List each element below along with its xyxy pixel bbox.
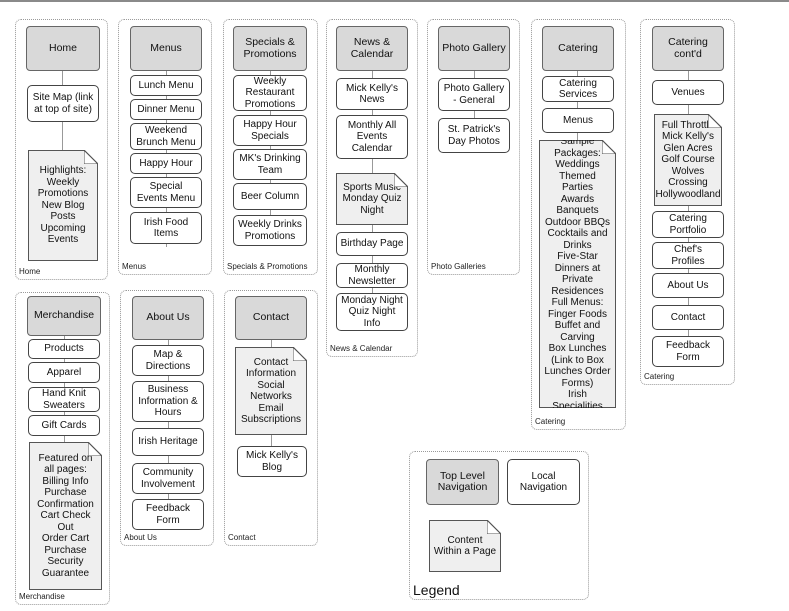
nav-item-business-information-hours[interactable]: Business Information & Hours xyxy=(132,381,204,422)
group-label: Catering xyxy=(535,417,566,426)
nav-item-catering-portfolio[interactable]: Catering Portfolio xyxy=(652,211,724,238)
connector xyxy=(62,122,63,150)
nav-item-st-patricks-day-photos[interactable]: St. Patrick's Day Photos xyxy=(438,118,510,153)
top-border xyxy=(0,0,789,2)
content-block-sports-music-quiz: Sports Music Monday Quiz Night xyxy=(336,173,408,225)
top-nav-news-calendar[interactable]: News & Calendar xyxy=(336,26,408,71)
group-catering: Catering xyxy=(531,19,626,430)
nav-item-mick-kellys-blog[interactable]: Mick Kelly's Blog xyxy=(237,446,307,477)
nav-item-feedback-form[interactable]: Feedback Form xyxy=(132,499,204,530)
group-label: Merchandise xyxy=(19,592,65,601)
group-specials-promotions: Specials & Promotions xyxy=(223,19,318,275)
top-nav-about-us[interactable]: About Us xyxy=(132,296,204,340)
legend-title: Legend xyxy=(413,582,460,598)
top-nav-specials-promotions[interactable]: Specials & Promotions xyxy=(233,26,307,71)
group-label: Menus xyxy=(122,262,147,271)
group-catering-contd: Catering xyxy=(640,19,735,385)
content-block-highlights: Highlights: Weekly Promotions New Blog P… xyxy=(28,150,98,261)
top-nav-catering-contd[interactable]: Catering cont'd xyxy=(652,26,724,71)
group-label: News & Calendar xyxy=(330,344,393,353)
nav-item-lunch-menu[interactable]: Lunch Menu xyxy=(130,75,202,96)
connector xyxy=(577,71,578,140)
group-label: Contact xyxy=(228,533,256,542)
nav-item-products[interactable]: Products xyxy=(28,339,100,359)
group-home: Home xyxy=(15,19,108,280)
nav-item-site-map[interactable]: Site Map (link at top of site) xyxy=(27,85,99,122)
nav-item-catering-services[interactable]: Catering Services xyxy=(542,76,614,102)
nav-item-dinner-menu[interactable]: Dinner Menu xyxy=(130,99,202,120)
nav-item-hand-knit-sweaters[interactable]: Hand Knit Sweaters xyxy=(28,387,100,412)
nav-item-irish-heritage[interactable]: Irish Heritage xyxy=(132,428,204,456)
group-about-us: About Us xyxy=(120,290,214,546)
nav-item-special-events-menu[interactable]: Special Events Menu xyxy=(130,177,202,208)
nav-item-mks-drinking-team[interactable]: MK's Drinking Team xyxy=(233,149,307,180)
connector xyxy=(62,71,63,85)
nav-item-monday-night-quiz-night-info[interactable]: Monday Night Quiz Night Info xyxy=(336,293,408,331)
nav-item-community-involvement[interactable]: Community Involvement xyxy=(132,463,204,494)
nav-item-contact[interactable]: Contact xyxy=(652,305,724,330)
group-menus: Menus xyxy=(118,19,212,275)
nav-item-birthday-page[interactable]: Birthday Page xyxy=(336,232,408,256)
group-photo-galleries: Photo Galleries xyxy=(427,19,520,275)
group-label: Home xyxy=(19,267,41,276)
content-block-catering-packages: Sample Packages: Weddings Themed Parties… xyxy=(539,140,616,408)
nav-item-photo-gallery-general[interactable]: Photo Gallery - General xyxy=(438,78,510,111)
nav-item-monthly-newsletter[interactable]: Monthly Newsletter xyxy=(336,263,408,288)
nav-item-gift-cards[interactable]: Gift Cards xyxy=(28,415,100,436)
top-nav-home[interactable]: Home xyxy=(26,26,100,71)
nav-item-happy-hour[interactable]: Happy Hour xyxy=(130,153,202,174)
top-nav-photo-gallery[interactable]: Photo Gallery xyxy=(438,26,510,71)
nav-item-catering-menus[interactable]: Menus xyxy=(542,108,614,133)
legend-content-within-page: Content Within a Page xyxy=(429,520,501,572)
nav-item-weekly-restaurant-promotions[interactable]: Weekly Restaurant Promotions xyxy=(233,75,307,111)
legend-top-level-navigation: Top Level Navigation xyxy=(426,459,499,505)
nav-item-feedback-form[interactable]: Feedback Form xyxy=(652,336,724,367)
group-label: Specials & Promotions xyxy=(227,262,308,271)
group-label: Photo Galleries xyxy=(431,262,486,271)
legend-local-navigation: Local Navigation xyxy=(507,459,580,505)
nav-item-weekend-brunch-menu[interactable]: Weekend Brunch Menu xyxy=(130,123,202,150)
nav-item-venues[interactable]: Venues xyxy=(652,80,724,105)
nav-item-chefs-profiles[interactable]: Chef's Profiles xyxy=(652,242,724,269)
content-block-featured-on-all-pages: Featured on all pages: Billing Info Purc… xyxy=(29,442,102,590)
top-nav-catering[interactable]: Catering xyxy=(542,26,614,71)
nav-item-monthly-all-events-calendar[interactable]: Monthly All Events Calendar xyxy=(336,115,408,159)
group-merchandise: Merchandise xyxy=(15,292,110,605)
nav-item-weekly-drinks-promotions[interactable]: Weekly Drinks Promotions xyxy=(233,215,307,246)
nav-item-beer-column[interactable]: Beer Column xyxy=(233,183,307,210)
nav-item-map-directions[interactable]: Map & Directions xyxy=(132,345,204,376)
content-block-contact-information: Contact Information Social Networks Emai… xyxy=(235,347,307,435)
nav-item-irish-food-items[interactable]: Irish Food Items xyxy=(130,212,202,244)
nav-item-mick-kellys-news[interactable]: Mick Kelly's News xyxy=(336,78,408,110)
top-nav-merchandise[interactable]: Merchandise xyxy=(27,296,101,336)
group-label: About Us xyxy=(124,533,157,542)
nav-item-apparel[interactable]: Apparel xyxy=(28,362,100,383)
legend-box xyxy=(409,451,589,600)
nav-item-about-us[interactable]: About Us xyxy=(652,273,724,298)
top-nav-contact[interactable]: Contact xyxy=(235,296,307,340)
top-nav-menus[interactable]: Menus xyxy=(130,26,202,71)
content-block-venues: Full Throttle Mick Kelly's Glen Acres Go… xyxy=(654,114,722,206)
group-contact: Contact xyxy=(224,290,318,546)
group-news-calendar: News & Calendar xyxy=(326,19,418,357)
group-label: Catering xyxy=(644,372,675,381)
nav-item-happy-hour-specials[interactable]: Happy Hour Specials xyxy=(233,115,307,146)
